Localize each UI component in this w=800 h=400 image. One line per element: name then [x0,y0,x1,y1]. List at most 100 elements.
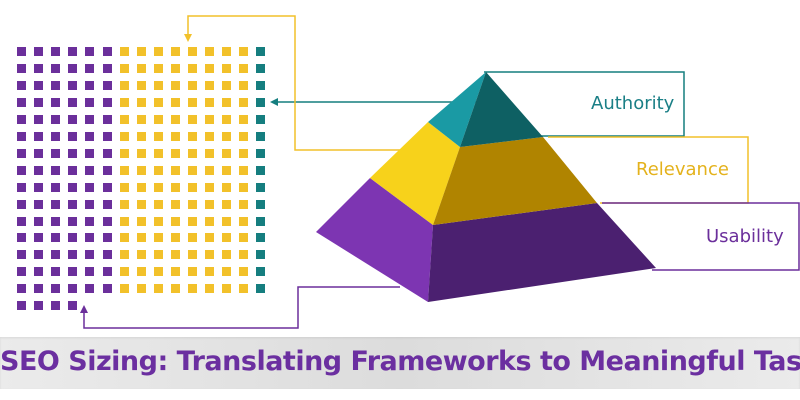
grid-square [222,199,232,209]
grid-square [68,148,78,158]
grid-square [51,114,61,124]
grid-square [256,114,266,124]
grid-square [51,148,61,158]
grid-square [34,165,44,175]
grid-square [119,250,129,260]
grid-square [205,47,215,56]
grid-square [85,165,95,175]
grid-square [51,165,61,175]
grid-square [170,199,180,209]
grid-square [153,131,163,141]
grid-square [85,233,95,243]
grid-square [153,233,163,243]
grid-square [153,284,163,294]
grid-square [222,250,232,260]
grid-square [256,216,266,226]
grid-square [34,199,44,209]
grid-square [17,131,26,141]
grid-square [188,284,197,294]
grid-square [17,64,26,73]
grid-square [239,114,249,124]
grid-square [51,182,61,192]
grid-square [68,199,78,209]
grid-square [85,64,95,73]
grid-square [153,80,163,90]
grid-square [136,182,146,192]
grid-square [222,97,232,107]
grid-square [102,216,112,226]
grid-square [205,80,215,90]
grid-square [34,97,44,107]
grid-square [85,199,95,209]
pyramid-usability-right-face [428,203,656,302]
grid-square [102,284,112,294]
grid-square [102,131,112,141]
grid-square [34,148,44,158]
grid-square [51,47,61,56]
grid-square [256,80,266,90]
grid-square [239,182,249,192]
pyramid-authority-left-face [428,72,486,147]
grid-square [256,250,266,260]
pyramid-relevance-left-face [370,122,460,225]
grid-square [51,301,61,311]
grid-square [188,131,197,141]
grid-square [170,182,180,192]
grid-square [188,199,197,209]
page-title: SEO Sizing: Translating Frameworks to Me… [0,346,800,377]
connector-usability-arrowhead [80,305,88,313]
grid-square [119,97,129,107]
grid-square [239,233,249,243]
grid-square [188,97,197,107]
grid-square [153,114,163,124]
grid-square [119,114,129,124]
grid-square [85,97,95,107]
grid-square [17,267,26,277]
grid-square [102,250,112,260]
grid-square [170,267,180,277]
label-relevance: Relevance [636,159,729,180]
grid-square [34,284,44,294]
grid-square [34,250,44,260]
grid-square [102,165,112,175]
grid-square [51,64,61,73]
grid-square [68,114,78,124]
grid-square [239,216,249,226]
grid-square [34,131,44,141]
grid-square [153,165,163,175]
grid-square [102,80,112,90]
grid-square [17,80,26,90]
grid-square [34,182,44,192]
grid-square [68,182,78,192]
grid-square [256,267,266,277]
grid-square [153,182,163,192]
grid-square [239,47,249,56]
grid-square [239,199,249,209]
grid-square [188,216,197,226]
grid-square [17,250,26,260]
grid-square [222,284,232,294]
grid-square [85,216,95,226]
grid-square [17,114,26,124]
grid-square [119,80,129,90]
grid-square [205,284,215,294]
grid-square [17,199,26,209]
grid-square [85,284,95,294]
grid-square [239,131,249,141]
grid-square [68,301,78,311]
grid-square [205,64,215,73]
label-usability: Usability [706,226,784,247]
grid-square [85,250,95,260]
grid-square [256,233,266,243]
grid-square [102,199,112,209]
grid-square [136,80,146,90]
grid-square [205,216,215,226]
grid-square [239,80,249,90]
grid-square [136,199,146,209]
grid-square [222,47,232,56]
grid-square [34,301,44,311]
grid-square [51,284,61,294]
grid-square [136,47,146,56]
grid-square [205,114,215,124]
